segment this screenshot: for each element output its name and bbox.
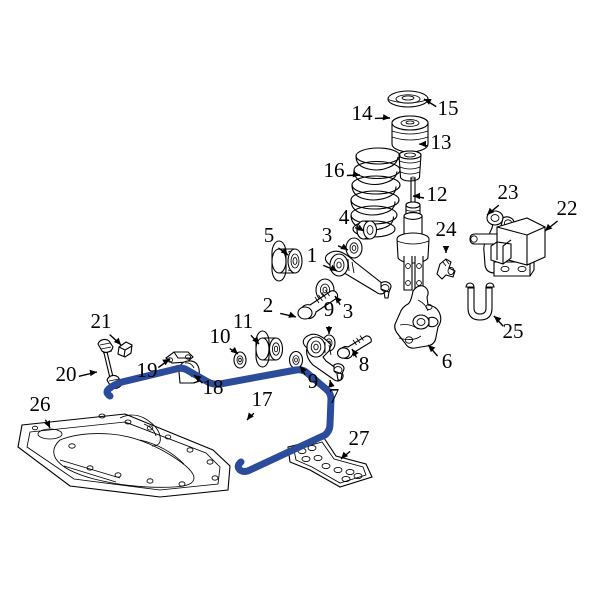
callout-number-coil-spring[interactable]: 16 bbox=[324, 158, 345, 182]
leader-arrowhead-steering-knuckle bbox=[428, 345, 436, 353]
leader-arrowhead-washer-rear-upper bbox=[325, 327, 333, 334]
leader-arrowhead-rear-control-arm-bushing bbox=[252, 336, 259, 344]
callout-number-stabilizer-link[interactable]: 20 bbox=[56, 362, 77, 386]
leader-arrowhead-washer-upper bbox=[340, 243, 348, 250]
part-3-washer-upper bbox=[345, 237, 363, 259]
part-26-front-subframe-crossmember bbox=[17, 413, 231, 498]
callout-number-washer-lower[interactable]: 3 bbox=[343, 299, 354, 323]
part-10-small-washer bbox=[233, 351, 247, 369]
part-2-control-arm-bolt bbox=[297, 289, 339, 320]
leader-arrowhead-u-bracket-clip bbox=[494, 316, 502, 324]
part-15-strut-mount-bearing bbox=[387, 90, 429, 108]
callout-number-steering-knuckle[interactable]: 6 bbox=[442, 349, 453, 373]
leader-arrowhead-pinch-bolt bbox=[442, 246, 450, 253]
leader-arrowhead-front-lower-control-arm bbox=[329, 264, 337, 271]
leader-arrowhead-rear-lower-control-arm-ball-joint bbox=[328, 380, 335, 388]
leader-arrowhead-bushing-sleeve bbox=[356, 224, 364, 231]
callout-number-stabilizer-bar-bushing[interactable]: 18 bbox=[203, 375, 224, 399]
leader-arrowhead-coil-spring bbox=[352, 171, 360, 178]
leader-arrowhead-washer-rear-lower bbox=[300, 366, 307, 374]
callout-number-strut-bump-stop[interactable]: 13 bbox=[431, 130, 452, 154]
leader-arrowhead-strut-shock-absorber bbox=[413, 192, 420, 200]
part-6-steering-knuckle bbox=[394, 285, 442, 349]
leader-arrowhead-front-subframe-crossmember bbox=[44, 420, 50, 428]
part-8-control-arm-bolt-rear bbox=[336, 335, 372, 360]
callout-number-rear-control-arm-bushing[interactable]: 11 bbox=[233, 309, 253, 333]
leader-arrowhead-washer-lower bbox=[335, 296, 342, 304]
part-27-subframe-brace-plate bbox=[287, 437, 373, 488]
part-11-rear-control-arm-bushing bbox=[255, 330, 284, 368]
part-16-coil-spring bbox=[350, 147, 401, 238]
leader-arrowhead-strut-bump-stop bbox=[419, 140, 426, 148]
leader-arrowhead-upper-control-arm bbox=[487, 207, 495, 215]
callout-number-strut-mount-bearing[interactable]: 15 bbox=[438, 96, 459, 120]
callout-number-stabilizer-bar-bracket[interactable]: 19 bbox=[137, 358, 158, 382]
leader-arrowhead-subframe-brace-plate bbox=[341, 451, 349, 459]
leader-arrowhead-stabilizer-bar-bracket bbox=[162, 359, 170, 366]
callout-number-strut-shock-absorber[interactable]: 12 bbox=[427, 182, 448, 206]
part-25-u-bracket-clip bbox=[465, 282, 495, 321]
part-21-stabilizer-link-nut bbox=[117, 341, 133, 358]
callout-number-strut-mount-bracket[interactable]: 22 bbox=[557, 196, 578, 220]
callout-number-control-arm-bushing[interactable]: 5 bbox=[264, 223, 275, 247]
callout-leader-lines bbox=[44, 98, 559, 460]
callout-number-upper-control-arm[interactable]: 23 bbox=[498, 180, 519, 204]
callout-number-bushing-sleeve[interactable]: 4 bbox=[339, 205, 350, 229]
callout-number-washer-upper[interactable]: 3 bbox=[322, 223, 333, 247]
part-13-strut-bump-stop bbox=[398, 150, 422, 182]
callout-number-control-arm-bolt[interactable]: 2 bbox=[263, 293, 274, 317]
callout-number-washer-rear-upper[interactable]: 9 bbox=[324, 297, 335, 321]
leader-arrowhead-stabilizer-link-nut bbox=[113, 337, 121, 345]
part-7-rear-lower-control-arm bbox=[302, 333, 345, 382]
part-5-control-arm-bushing bbox=[271, 240, 303, 282]
callout-number-subframe-brace-plate[interactable]: 27 bbox=[349, 426, 370, 450]
callout-number-upper-strut-mount[interactable]: 14 bbox=[352, 101, 374, 125]
callout-number-front-subframe-crossmember[interactable]: 26 bbox=[30, 392, 51, 416]
leader-arrowhead-small-washer bbox=[230, 347, 238, 354]
callout-number-front-lower-control-arm[interactable]: 1 bbox=[307, 243, 318, 267]
leader-arrowhead-control-arm-bolt bbox=[288, 311, 296, 318]
part-14-upper-strut-mount bbox=[391, 115, 429, 153]
leader-arrowhead-control-arm-bushing bbox=[280, 247, 288, 255]
leader-arrowhead-upper-strut-mount bbox=[382, 114, 390, 121]
part-12-strut-shock-absorber bbox=[396, 176, 430, 291]
leader-arrowhead-stabilizer-link bbox=[89, 369, 97, 377]
leader-arrowhead-stabilizer-bar-bushing bbox=[194, 375, 202, 382]
callout-number-small-washer[interactable]: 10 bbox=[210, 324, 231, 348]
callout-number-washer-rear-lower[interactable]: 9 bbox=[308, 369, 319, 393]
callout-number-control-arm-bolt-rear[interactable]: 8 bbox=[359, 352, 370, 376]
leader-arrowhead-strut-mount-bracket bbox=[545, 223, 553, 231]
leader-arrowhead-control-arm-bolt-rear bbox=[352, 349, 359, 357]
part-24-pinch-bolt bbox=[436, 258, 456, 280]
leader-arrowhead-strut-mount-bearing bbox=[424, 99, 432, 105]
part-4-bushing-sleeve bbox=[356, 220, 378, 240]
part-22-strut-mount-bracket bbox=[469, 217, 546, 266]
callout-number-u-bracket-clip[interactable]: 25 bbox=[503, 319, 524, 343]
callout-number-stabilizer-link-nut[interactable]: 21 bbox=[91, 309, 112, 333]
leader-arrowhead-stabilizer-sway-bar bbox=[247, 412, 254, 420]
callout-number-rear-lower-control-arm-ball-joint[interactable]: 7 bbox=[329, 384, 340, 408]
callout-number-stabilizer-sway-bar[interactable]: 17 bbox=[252, 387, 273, 411]
callout-number-pinch-bolt[interactable]: 24 bbox=[436, 217, 458, 241]
